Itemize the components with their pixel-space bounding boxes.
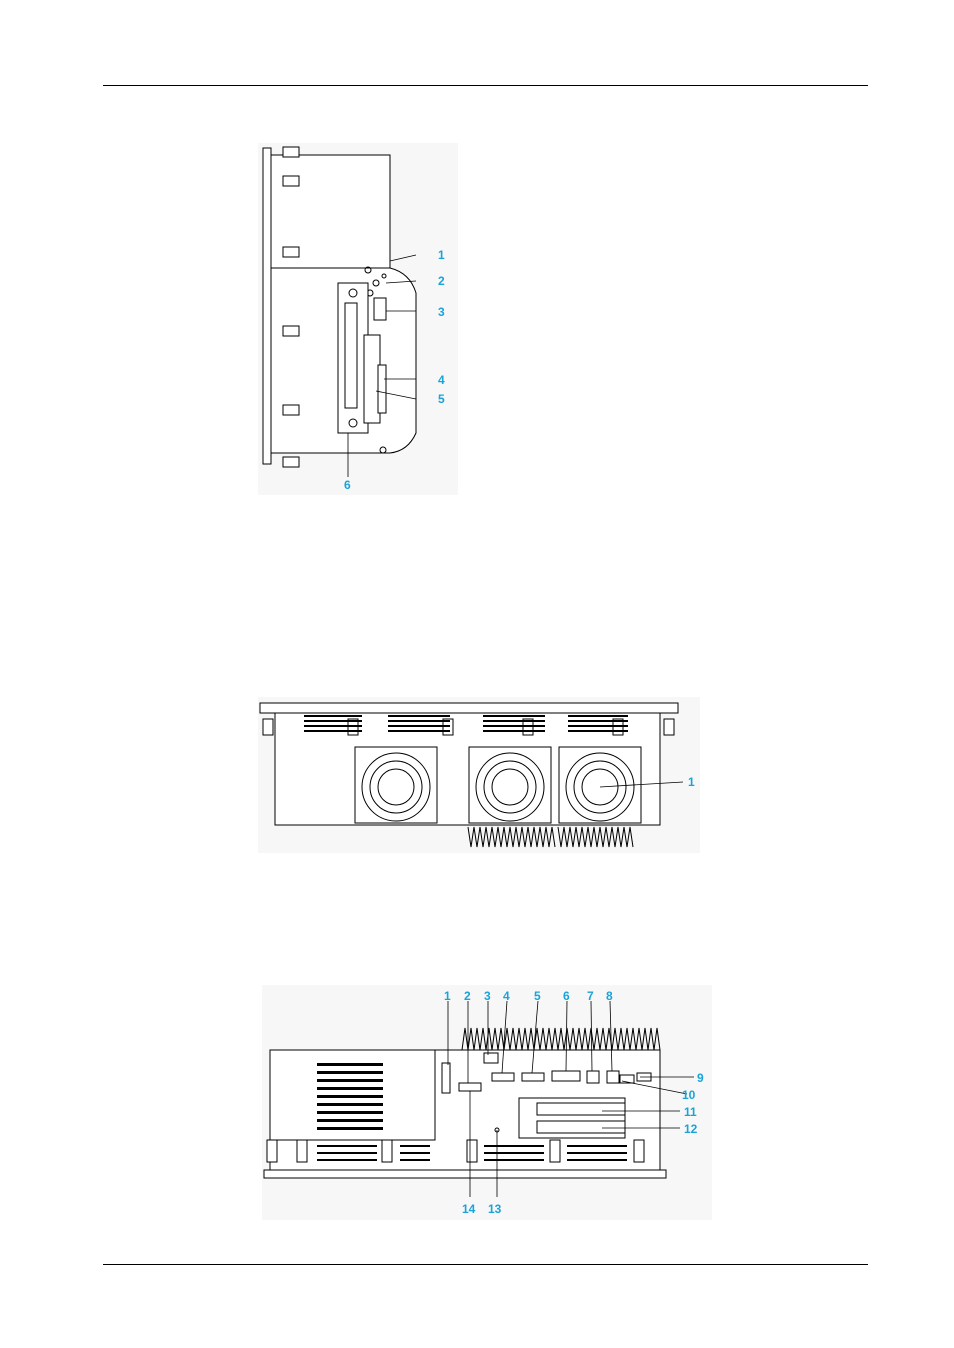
bottom-callout-7: 7 [587, 989, 594, 1003]
side-callout-2: 2 [438, 274, 445, 288]
bottom-callout-8: 8 [606, 989, 613, 1003]
top-callout-1: 1 [688, 775, 695, 789]
side-callout-4: 4 [438, 373, 445, 387]
bottom-callout-1: 1 [444, 989, 451, 1003]
bottom-callout-11: 11 [684, 1105, 697, 1119]
bottom-callout-13: 13 [488, 1202, 502, 1216]
bottom-view-figure: 1 2 3 4 5 6 7 8 9 10 11 12 13 14 [262, 985, 712, 1220]
bottom-callout-2: 2 [464, 989, 471, 1003]
side-callout-6: 6 [344, 478, 351, 492]
side-view-figure: 1 2 3 4 5 6 [258, 143, 458, 495]
side-callout-1: 1 [438, 248, 445, 262]
bottom-callout-9: 9 [697, 1071, 704, 1085]
bottom-callout-6: 6 [563, 989, 570, 1003]
side-callout-5: 5 [438, 392, 445, 406]
bottom-callout-3: 3 [484, 989, 491, 1003]
side-callout-3: 3 [438, 305, 445, 319]
header-rule [103, 85, 868, 86]
bottom-callout-4: 4 [503, 989, 510, 1003]
bottom-callout-10: 10 [682, 1088, 696, 1102]
top-view-figure: 1 [258, 697, 700, 853]
bottom-callout-14: 14 [462, 1202, 476, 1216]
bottom-callout-12: 12 [684, 1122, 698, 1136]
bottom-callout-5: 5 [534, 989, 541, 1003]
footer-rule [103, 1264, 868, 1265]
